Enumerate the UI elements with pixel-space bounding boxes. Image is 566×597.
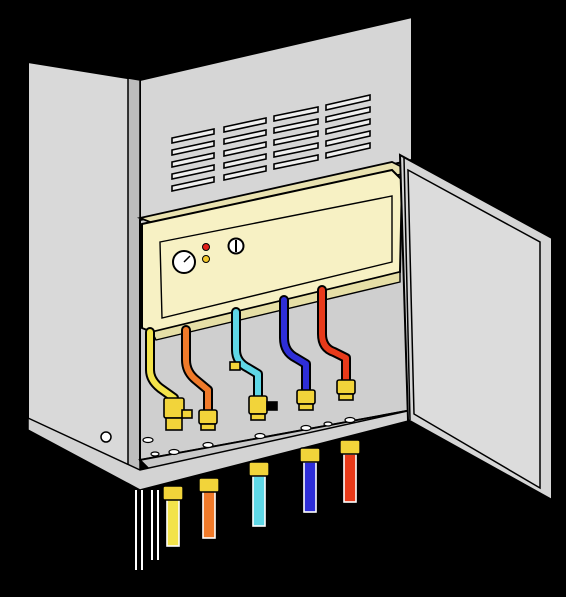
label-car: C.A.R.: [66, 561, 129, 584]
hot-water-fitting: [198, 409, 218, 431]
label-g: G: [170, 553, 186, 576]
gas-connection-stub: [162, 485, 184, 547]
pressure-gauge-icon: [172, 250, 196, 274]
label-r: R: [302, 517, 317, 540]
door-hinge: [403, 157, 411, 421]
control-panel-inner: [159, 195, 393, 319]
label-v: V: [145, 569, 159, 592]
cold-water-valve: [229, 361, 278, 421]
floor-holes: [142, 416, 356, 457]
cabinet-left-edge: [127, 77, 141, 492]
ventilation-grille: [171, 93, 371, 192]
return-connection-stub: [299, 447, 321, 513]
indicator-light-icon: [202, 243, 210, 251]
return-fitting: [296, 389, 316, 411]
label-u: U: [201, 544, 216, 567]
hot-water-connection-stub: [198, 477, 220, 539]
cabinet-door-inner: [407, 168, 541, 490]
flow-fitting: [336, 379, 356, 401]
cold-water-connection-stub: [248, 461, 270, 527]
control-knob-icon[interactable]: [227, 237, 245, 255]
indicator-light-icon: [202, 255, 210, 263]
label-e: E: [252, 532, 266, 555]
label-m: M: [339, 509, 357, 532]
gas-valve: [163, 397, 193, 431]
flow-connection-stub: [339, 439, 361, 503]
screw-icon: [100, 431, 112, 443]
